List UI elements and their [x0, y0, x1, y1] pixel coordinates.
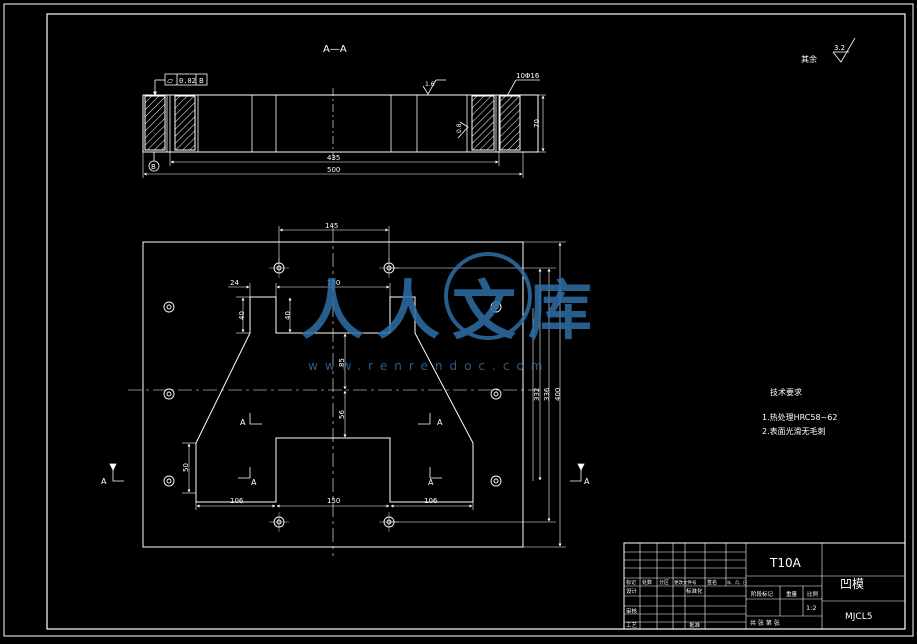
tech-requirements: 技术要求 1.热处理HRC58~62 2.表面光滑无毛刺: [762, 387, 837, 436]
dim-height: 70: [533, 94, 546, 153]
tech-requirement-item: 1.热处理HRC58~62: [762, 412, 837, 422]
dim-332: 332: [533, 388, 541, 401]
title-block: T10A 凹模 MJCL5 阶段标记 重量 比例 1:2 共 张 第 张 标记 …: [623, 542, 906, 630]
plan-view: 145 150 24 40 40 85 56 50 106 150 106 33…: [101, 222, 590, 556]
hatch-right-outer: [499, 95, 521, 151]
standardize-label: 标准化: [686, 587, 703, 595]
roughness-top-icon: 1.6: [422, 79, 446, 95]
tech-requirement-item: 2.表面光滑无毛刺: [762, 426, 826, 436]
dim-400: 400: [554, 388, 562, 401]
bolt-hole: [490, 475, 502, 487]
svg-text:10Φ16: 10Φ16: [516, 72, 540, 80]
svg-text:0.8: 0.8: [456, 123, 463, 133]
general-roughness-note: 其余 3.2: [801, 37, 856, 64]
revision-col: 处数: [642, 579, 652, 586]
inner-frame: [46, 13, 906, 630]
svg-text:500: 500: [327, 166, 340, 174]
dim-106-right: 106: [424, 497, 438, 505]
revision-col: 分区: [659, 579, 669, 586]
hatch-right-inner: [471, 95, 495, 151]
scale-label: 比例: [807, 590, 819, 598]
revision-col: 更改文件号: [674, 579, 697, 586]
dim-145: 145: [325, 222, 338, 230]
flatness-datum: B: [199, 77, 204, 85]
roughness-side-icon: 0.8: [456, 121, 469, 139]
section-title: A—A: [323, 44, 347, 55]
die-cavity-outline: [195, 296, 474, 503]
dim-85: 85: [338, 358, 346, 367]
section-mark-label: A: [240, 418, 246, 427]
dim-overall: 500: [142, 152, 524, 178]
svg-text:B: B: [151, 163, 156, 171]
svg-text:70: 70: [533, 119, 541, 128]
outer-frame: [3, 3, 914, 637]
roughness-general-icon: [832, 37, 856, 63]
material-label: T10A: [769, 556, 802, 570]
part-name: 凹模: [840, 577, 864, 591]
review-label: 审核: [626, 607, 638, 615]
watermark-text: 人人文库: [300, 275, 604, 349]
design-label: 设计: [626, 587, 638, 595]
dim-inner: 435: [169, 152, 500, 166]
section-mark-label: A: [584, 477, 590, 486]
section-mark-label: A: [428, 478, 434, 487]
dim-336: 336: [543, 387, 551, 401]
drawing-number: MJCL5: [845, 612, 872, 622]
dim-56: 56: [338, 410, 346, 419]
bolt-hole: [490, 301, 502, 313]
flatness-tolerance-frame: ⏥ 0.02 B: [153, 73, 208, 96]
watermark: 人人文库 www.renrendoc.com: [300, 252, 604, 373]
sheet-count: 共 张 第 张: [750, 619, 780, 627]
svg-text:435: 435: [327, 154, 340, 162]
process-label: 工艺: [626, 622, 638, 629]
watermark-url: www.renrendoc.com: [308, 359, 549, 373]
stage-label: 阶段标记: [751, 590, 774, 598]
tech-requirements-title: 技术要求: [770, 387, 802, 397]
svg-text:1.6: 1.6: [425, 81, 435, 88]
dim-24: 24: [230, 279, 239, 287]
scale-value: 1:2: [806, 604, 816, 612]
dim-50: 50: [182, 463, 190, 472]
svg-text:3.2: 3.2: [834, 44, 845, 52]
dim-150-bottom: 150: [327, 497, 340, 505]
flatness-symbol-icon: ⏥: [167, 76, 174, 85]
weight-label: 重量: [786, 590, 798, 598]
bolt-hole: [163, 388, 175, 400]
dim-150-top: 150: [327, 279, 340, 287]
watermark-logo-icon: [444, 252, 532, 340]
bolt-hole: [163, 301, 175, 313]
section-mark-label: A: [437, 418, 443, 427]
section-mark-label: A: [101, 477, 107, 486]
flatness-tolerance-value: 0.02: [179, 77, 196, 85]
hatch-left-inner: [174, 95, 196, 151]
dim-106-left: 106: [230, 497, 244, 505]
revision-col: 年、月、日: [727, 579, 747, 585]
datum-b-marker: B: [148, 152, 160, 172]
bolt-hole: [163, 475, 175, 487]
section-outline: [142, 94, 539, 153]
section-view: A—A ⏥ 0.02 B: [142, 44, 546, 178]
approve-label: 批准: [689, 621, 701, 629]
section-mark-label: A: [251, 478, 257, 487]
revision-col: 签名: [707, 579, 717, 586]
svg-text:其余: 其余: [801, 54, 817, 64]
hole-spec-leader: 10Φ16: [506, 72, 540, 97]
bolt-holes: [163, 258, 502, 532]
dim-40-inner: 40: [284, 311, 292, 320]
hatch-left-outer: [144, 95, 166, 151]
dim-40-left: 40: [238, 311, 246, 320]
revision-col: 标记: [626, 579, 636, 586]
section-marks: [109, 413, 585, 482]
bolt-hole: [490, 388, 502, 400]
